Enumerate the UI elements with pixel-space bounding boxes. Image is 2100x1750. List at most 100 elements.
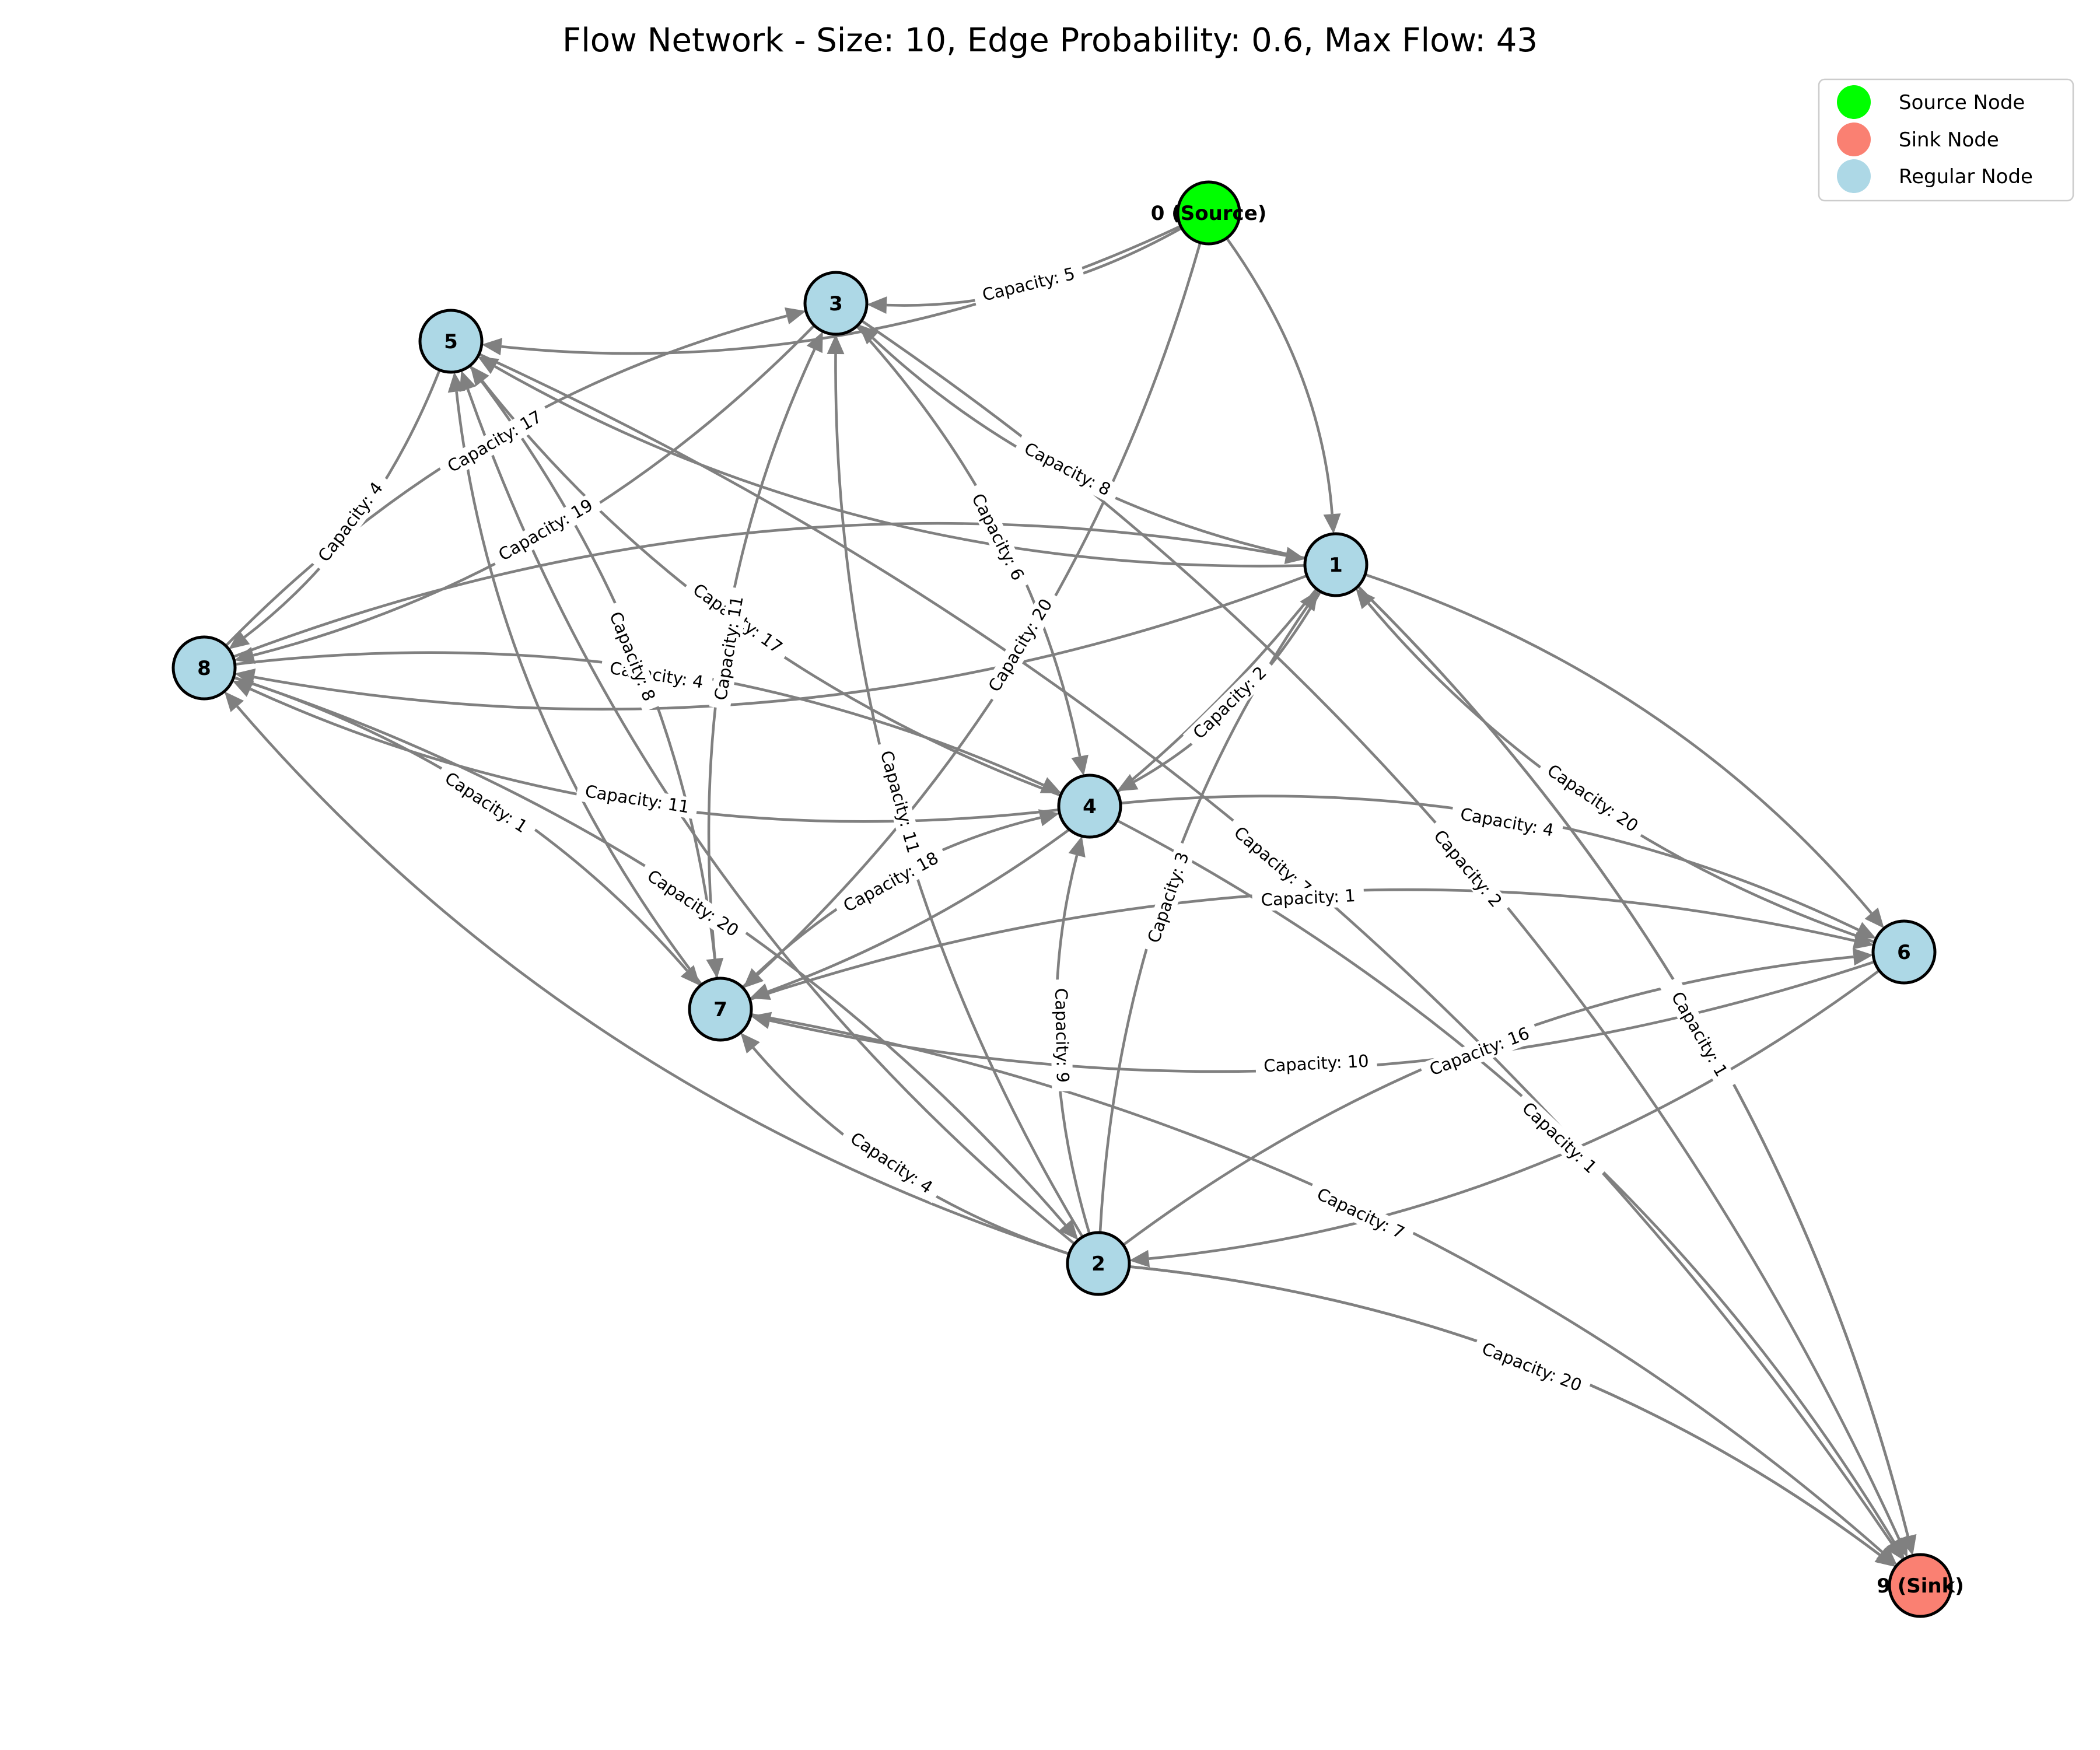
edge-arrowhead-2-to-6 bbox=[1853, 948, 1874, 966]
edge-2-to-8 bbox=[236, 705, 1070, 1255]
node-label-9: 9 (Sink) bbox=[1877, 1574, 1964, 1598]
legend-swatch-regular bbox=[1837, 159, 1871, 193]
edge-label-background bbox=[601, 601, 663, 713]
edge-label-background bbox=[873, 740, 926, 863]
edge-1-to-3 bbox=[872, 337, 1306, 560]
node-label-5: 5 bbox=[444, 330, 458, 354]
edge-label: Capacity: 4 bbox=[314, 478, 387, 566]
edge-label-group: Capacity: 10 bbox=[1255, 1050, 1378, 1078]
edge-1-to-6 bbox=[1364, 573, 1873, 914]
legend-label-regular: Regular Node bbox=[1899, 165, 2033, 188]
edge-label-background bbox=[488, 491, 604, 570]
legend-frame bbox=[1818, 78, 2074, 202]
edge-label-group: Capacity: 1 bbox=[1252, 885, 1365, 912]
edges-layer bbox=[224, 225, 1917, 1567]
edge-label-background bbox=[1049, 979, 1073, 1092]
edge-label: Capacity: 1 bbox=[1261, 886, 1356, 910]
edge-arrowhead-2-to-9 bbox=[1874, 1548, 1896, 1567]
edge-label-group: Capacity: 8 bbox=[601, 601, 663, 713]
edge-label-group: Capacity: 6 bbox=[963, 482, 1032, 592]
edge-arrowhead-5-to-9 bbox=[1884, 1538, 1903, 1560]
edge-label-background bbox=[437, 402, 553, 482]
legend-swatch-source bbox=[1837, 85, 1871, 119]
edge-label-background bbox=[1182, 656, 1278, 750]
node-label-7: 7 bbox=[713, 998, 727, 1021]
edge-arrowhead-4-to-6 bbox=[1854, 922, 1877, 939]
node-label-1: 1 bbox=[1329, 554, 1343, 577]
edge-2-to-3 bbox=[834, 354, 1084, 1238]
edge-arrowhead-6-to-1 bbox=[1356, 588, 1376, 610]
edge-label-background bbox=[1511, 1092, 1607, 1184]
edge-label: Capacity: 9 bbox=[1051, 988, 1073, 1083]
edge-5-to-9 bbox=[478, 353, 1894, 1545]
edge-arrowhead-4-to-8 bbox=[232, 681, 254, 697]
legend-swatch-sink bbox=[1837, 123, 1871, 156]
edge-label: Capacity: 8 bbox=[1021, 438, 1114, 499]
edge-label-background bbox=[433, 763, 538, 843]
node-1 bbox=[1303, 532, 1368, 597]
edge-label-background bbox=[832, 844, 950, 921]
node-7 bbox=[688, 977, 753, 1042]
edge-label-group: Capacity: 4 bbox=[309, 471, 393, 573]
edge-arrowhead-5-to-8 bbox=[229, 630, 250, 649]
edge-label: Capacity: 19 bbox=[495, 495, 596, 565]
edge-arrowhead-1-to-7 bbox=[749, 983, 771, 1000]
edge-arrowhead-6-to-2 bbox=[1129, 1250, 1150, 1268]
edge-3-to-9 bbox=[860, 319, 1901, 1540]
edge-label-group: Capacity: 5 bbox=[972, 261, 1086, 309]
node-0 bbox=[1176, 180, 1241, 246]
node-8 bbox=[172, 635, 237, 701]
edge-label-background bbox=[972, 261, 1086, 309]
edge-arrowhead-8-to-2 bbox=[1058, 1219, 1079, 1240]
edge-arrowhead-3-to-4 bbox=[1071, 754, 1088, 776]
edge-label-group: Capacity: 16 bbox=[1419, 1020, 1540, 1084]
edge-label-background bbox=[1140, 841, 1197, 954]
edge-1-to-5 bbox=[494, 365, 1306, 568]
edge-arrowhead-2-to-4 bbox=[1068, 836, 1086, 858]
node-2 bbox=[1066, 1231, 1131, 1296]
edge-label-group: Capacity: 7 bbox=[1306, 1180, 1416, 1248]
node-label-2: 2 bbox=[1091, 1252, 1105, 1276]
edge-label-background bbox=[1662, 981, 1736, 1088]
edge-1-to-7 bbox=[767, 588, 1318, 993]
edge-label-group: Capacity: 19 bbox=[488, 491, 604, 570]
edge-label: Capacity: 20 bbox=[1479, 1339, 1584, 1396]
edge-4-to-9 bbox=[1116, 819, 1895, 1543]
edge-label: Capacity: 2 bbox=[1189, 663, 1270, 743]
edge-arrowhead-8-to-7 bbox=[680, 965, 701, 986]
edge-arrowhead-5-to-7 bbox=[706, 957, 724, 979]
edge-label: Capacity: 4 bbox=[1459, 804, 1556, 840]
edge-arrowhead-8-to-3 bbox=[785, 307, 806, 325]
edge-2-to-9 bbox=[1129, 1265, 1881, 1556]
edge-label: Capacity: 20 bbox=[984, 595, 1056, 695]
edge-label-group: Capacity: 4 bbox=[1450, 802, 1564, 843]
edge-2-to-9 bbox=[1129, 1265, 1881, 1556]
edge-label-group: Capacity: 8 bbox=[1013, 434, 1122, 505]
edge-label-group: Capacity: 2 bbox=[1423, 819, 1512, 919]
edge-label-group: Capacity: 1 bbox=[433, 763, 538, 843]
edge-arrowhead-1-to-9 bbox=[1899, 1534, 1917, 1556]
edge-arrowhead-7-to-5 bbox=[447, 372, 466, 393]
edge-label-background bbox=[1306, 1180, 1416, 1248]
node-5 bbox=[418, 309, 484, 374]
node-label-3: 3 bbox=[829, 292, 843, 316]
edge-arrowhead-1-to-6 bbox=[1864, 907, 1884, 929]
edge-arrowhead-7-to-4 bbox=[1038, 809, 1060, 827]
edge-arrowhead-7-to-6 bbox=[1852, 932, 1874, 950]
edge-8-to-1 bbox=[232, 522, 1286, 659]
node-label-6: 6 bbox=[1897, 941, 1911, 964]
edge-label: Capacity: 2 bbox=[1430, 826, 1506, 911]
edge-7-to-5 bbox=[455, 391, 703, 986]
edge-8-to-2 bbox=[233, 676, 1067, 1226]
legend-label-source: Source Node bbox=[1899, 91, 2025, 114]
edge-arrowhead-1-to-3 bbox=[858, 324, 879, 345]
edge-label: Capacity: 5 bbox=[981, 264, 1077, 305]
edge-arrowhead-2-to-8 bbox=[224, 691, 244, 712]
node-label-0: 0 (Source) bbox=[1151, 202, 1267, 225]
edge-label-group: Capacity: 4 bbox=[839, 1123, 944, 1203]
figure-title: Flow Network - Size: 10, Edge Probabilit… bbox=[562, 22, 1538, 60]
node-label-8: 8 bbox=[197, 657, 211, 680]
edge-label: Capacity: 11 bbox=[584, 781, 691, 817]
